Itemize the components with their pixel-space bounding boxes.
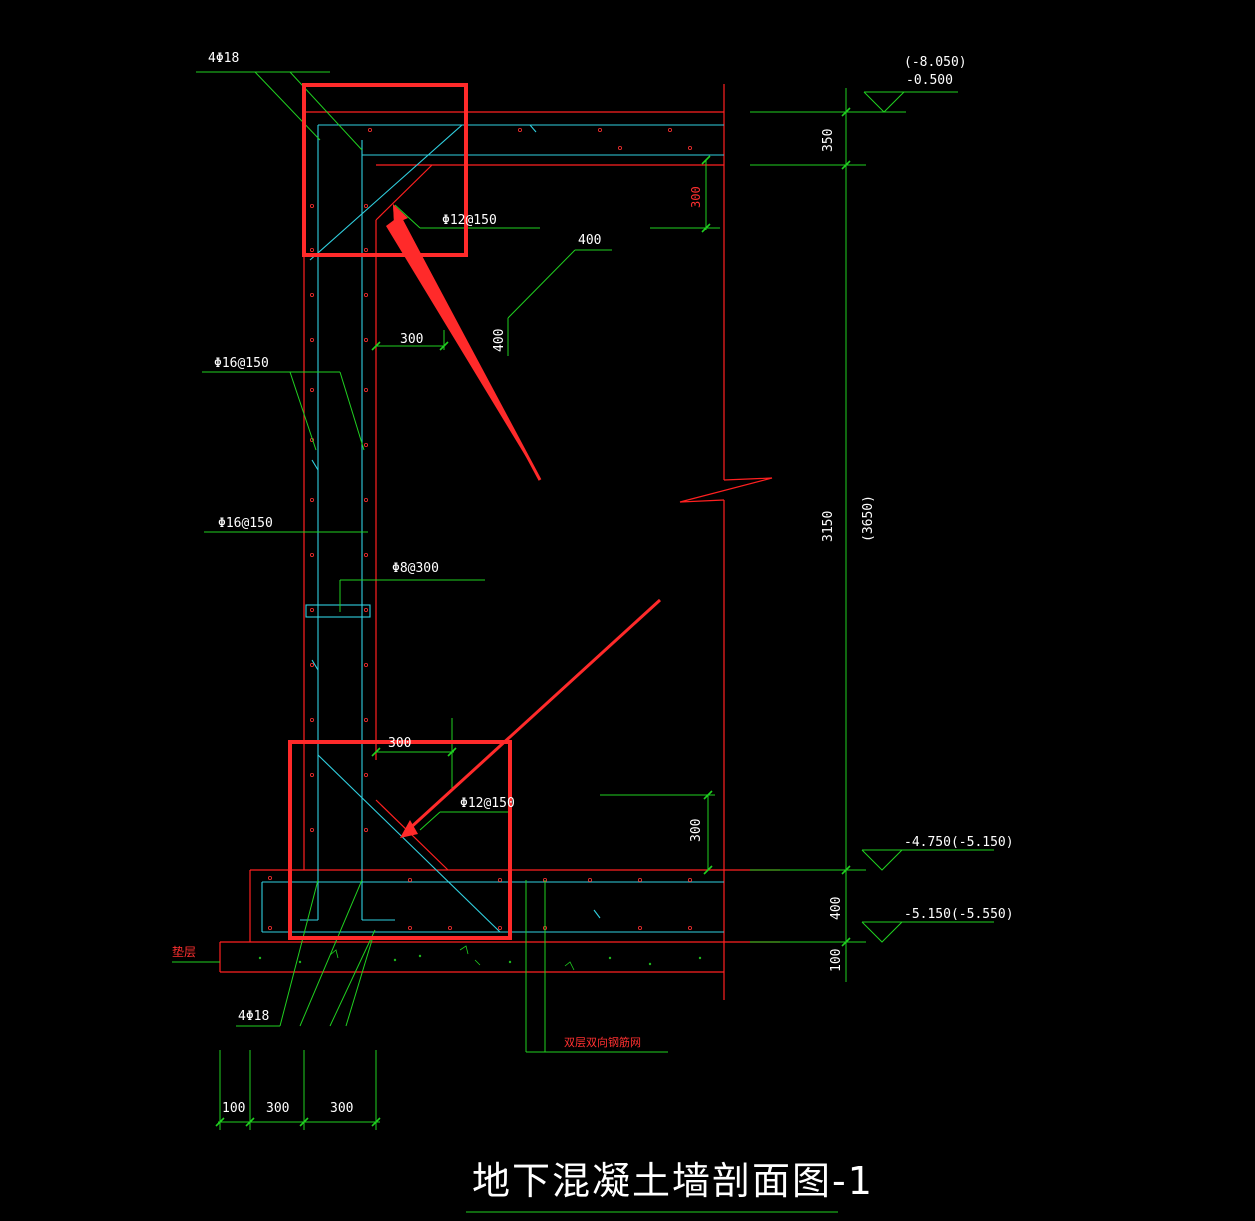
label-cushion: 垫层 xyxy=(172,944,196,959)
elevation-top-b: -0.500 xyxy=(906,73,953,88)
label-3150: 3150 xyxy=(821,511,836,542)
label-300-wall-top: 300 xyxy=(400,332,423,347)
label-slope-h: 400 xyxy=(578,233,601,248)
label-bottom-300a: 300 xyxy=(266,1101,289,1116)
label-wall-outer: Φ16@150 xyxy=(214,356,269,371)
label-300-top-right: 300 xyxy=(689,186,703,208)
label-300-bottom-right: 300 xyxy=(689,819,704,842)
label-top-bars: 4Φ18 xyxy=(208,51,239,66)
label-mesh: 双层双向钢筋网 xyxy=(564,1035,641,1049)
annotation-overlay xyxy=(288,83,662,940)
dimension-ticks xyxy=(215,107,851,1127)
label-bottom-300b: 300 xyxy=(330,1101,353,1116)
label-300-wall-bottom: 300 xyxy=(388,736,411,751)
elevation-top-a: (-8.050) xyxy=(904,55,967,70)
drawing-labels: 4Φ18 Φ12@150 400 400 300 300 Φ16@150 Φ16… xyxy=(172,51,1014,1203)
elevation-mid: -4.750(-5.150) xyxy=(904,835,1014,850)
rebar-lines xyxy=(261,124,724,933)
highlight-box-top xyxy=(302,83,468,257)
elevation-bottom: -5.150(-5.550) xyxy=(904,907,1014,922)
drawing-title: 地下混凝土墙剖面图-1 xyxy=(472,1159,874,1203)
label-haunch-bottom: Φ12@150 xyxy=(460,796,515,811)
label-400-slab: 400 xyxy=(829,897,844,920)
arrow-bottom xyxy=(406,598,662,832)
label-bottom-100: 100 xyxy=(222,1101,245,1116)
label-slope-v: 400 xyxy=(492,329,507,352)
concrete-outline xyxy=(219,84,780,1000)
arrow-top xyxy=(386,205,540,480)
label-100-cushion: 100 xyxy=(829,949,844,972)
label-wall-inner: Φ16@150 xyxy=(218,516,273,531)
label-haunch-top: Φ12@150 xyxy=(442,213,497,228)
cushion-hatch xyxy=(258,945,702,971)
label-350: 350 xyxy=(821,129,836,152)
label-3650: (3650) xyxy=(861,495,876,542)
label-bottom-bars: 4Φ18 xyxy=(238,1009,269,1024)
label-tie: Φ8@300 xyxy=(392,561,439,576)
highlight-box-bottom xyxy=(288,740,512,940)
